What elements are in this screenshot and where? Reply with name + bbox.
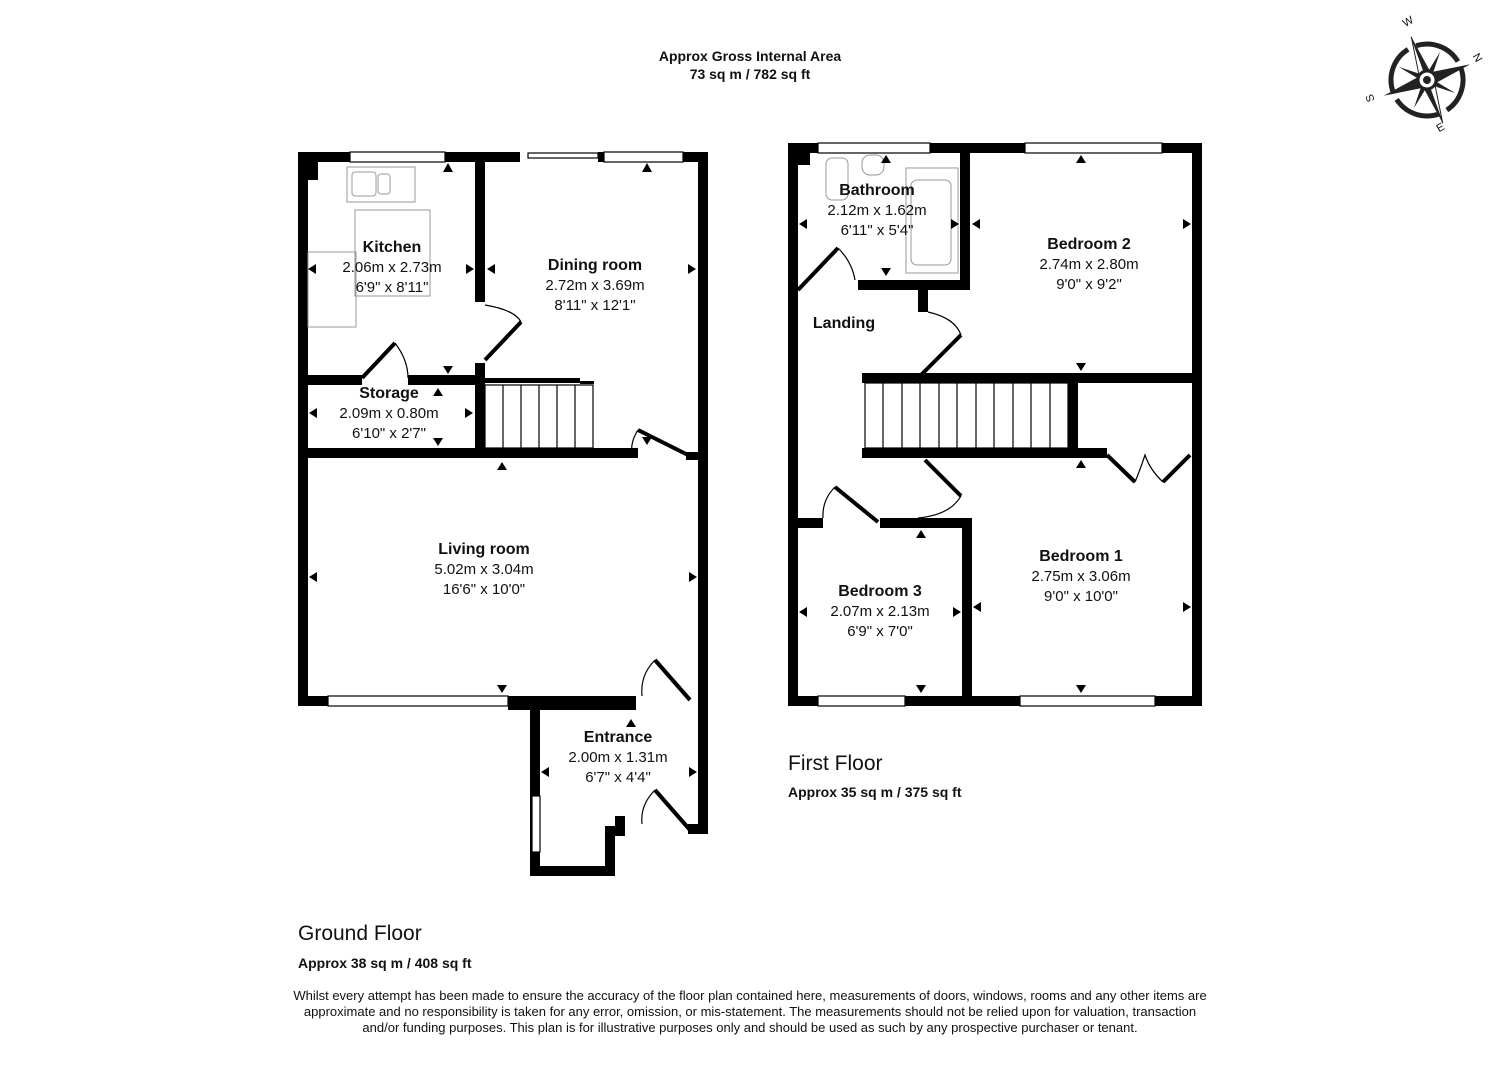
room-metric: 2.72m x 3.69m — [545, 277, 645, 294]
gross-area-title: Approx Gross Internal Area — [658, 48, 842, 64]
first-floor-area: Approx 35 sq m / 375 sq ft — [788, 784, 962, 800]
room-name: Bedroom 3 — [838, 583, 922, 600]
room-imperial: 8'11" x 12'1" — [554, 297, 636, 314]
room-metric: 2.07m x 2.13m — [830, 603, 930, 620]
room-imperial: 6'9" x 7'0" — [847, 623, 913, 640]
room-metric: 5.02m x 3.04m — [434, 561, 534, 578]
ground-floor-area: Approx 38 sq m / 408 sq ft — [298, 955, 472, 971]
room-name: Landing — [812, 315, 876, 332]
room-metric: 2.00m x 1.31m — [568, 749, 668, 766]
room-imperial: 9'0" x 10'0" — [1044, 588, 1118, 605]
room-name: Storage — [359, 385, 419, 402]
ground-floor-title: Ground Floor — [298, 922, 422, 945]
gross-area-header: Approx Gross Internal Area 73 sq m / 782… — [0, 47, 1500, 83]
room-name: Living room — [438, 541, 530, 558]
room-bedroom-1: Bedroom 1 2.75m x 3.06m 9'0" x 10'0" — [1031, 547, 1130, 607]
room-imperial: 6'7" x 4'4" — [585, 769, 651, 786]
room-name: Bathroom — [839, 182, 915, 199]
room-metric: 2.09m x 0.80m — [339, 405, 439, 422]
room-name: Entrance — [583, 729, 653, 746]
room-imperial: 16'6" x 10'0" — [442, 581, 526, 598]
room-metric: 2.06m x 2.73m — [342, 259, 442, 276]
room-name: Bedroom 1 — [1039, 548, 1123, 565]
room-name: Bedroom 2 — [1047, 236, 1131, 253]
room-landing: Landing — [813, 314, 875, 334]
room-bathroom: Bathroom 2.12m x 1.62m 6'11" x 5'4" — [827, 181, 926, 241]
room-imperial: 6'10" x 2'7" — [352, 425, 426, 442]
room-imperial: 6'11" x 5'4" — [840, 222, 914, 239]
room-metric: 2.75m x 3.06m — [1031, 568, 1131, 585]
room-imperial: 6'9" x 8'11" — [355, 279, 429, 296]
first-floor-title: First Floor — [788, 752, 883, 775]
room-bedroom-2: Bedroom 2 2.74m x 2.80m 9'0" x 9'2" — [1039, 235, 1138, 295]
compass-rose-icon — [1383, 36, 1471, 124]
room-name: Dining room — [547, 257, 643, 274]
gross-area-value: 73 sq m / 782 sq ft — [689, 66, 811, 82]
room-metric: 2.12m x 1.62m — [827, 202, 927, 219]
room-bedroom-3: Bedroom 3 2.07m x 2.13m 6'9" x 7'0" — [830, 582, 929, 642]
room-imperial: 9'0" x 9'2" — [1056, 276, 1122, 293]
room-kitchen: Kitchen 2.06m x 2.73m 6'9" x 8'11" — [342, 238, 441, 298]
room-dining: Dining room 2.72m x 3.69m 8'11" x 12'1" — [545, 256, 644, 316]
room-storage: Storage 2.09m x 0.80m 6'10" x 2'7" — [339, 384, 438, 444]
room-entrance: Entrance 2.00m x 1.31m 6'7" x 4'4" — [568, 728, 667, 788]
room-living: Living room 5.02m x 3.04m 16'6" x 10'0" — [434, 540, 533, 600]
room-metric: 2.74m x 2.80m — [1039, 256, 1139, 273]
room-name: Kitchen — [362, 239, 422, 256]
compass: W N S E — [1355, 10, 1495, 140]
disclaimer-text: Whilst every attempt has been made to en… — [293, 988, 1207, 1035]
